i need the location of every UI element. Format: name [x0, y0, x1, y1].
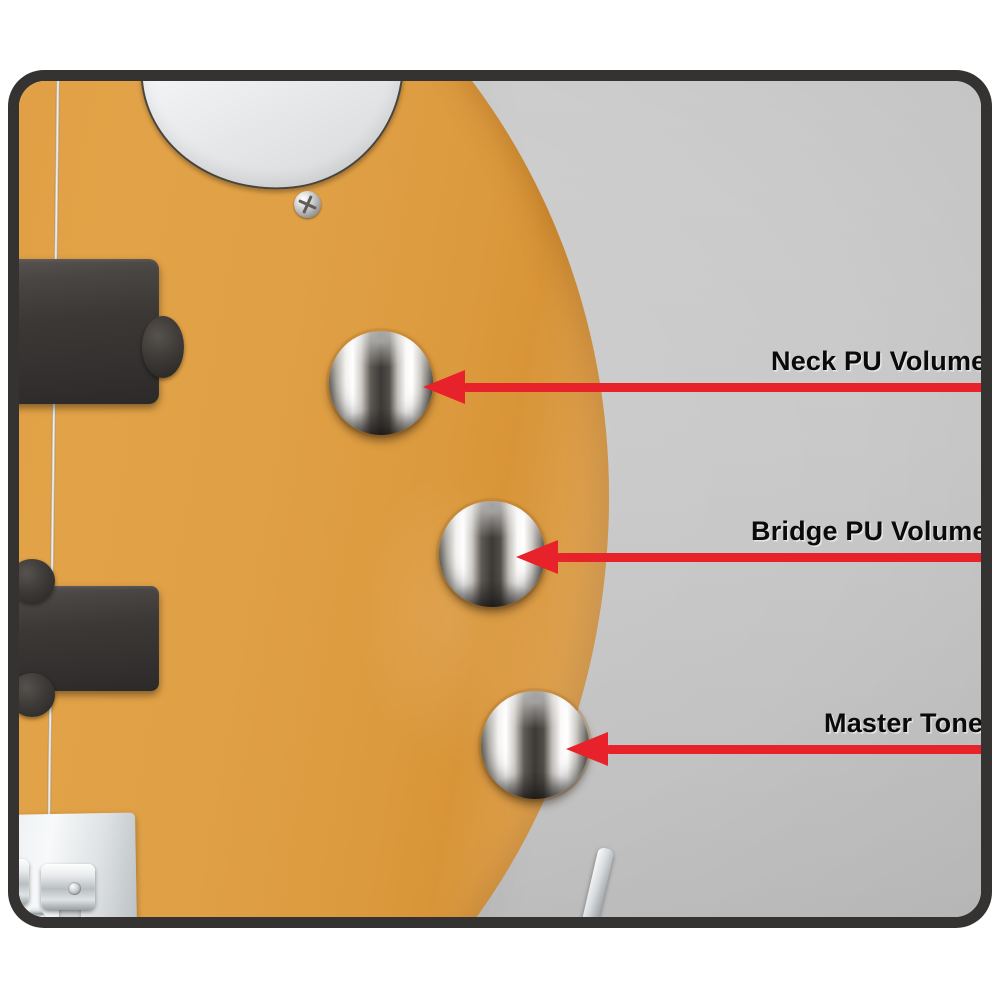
arrow-line — [465, 383, 981, 392]
knob-neck-pu-volume[interactable] — [329, 331, 433, 435]
bridge-saddle-screw-2 — [68, 882, 81, 895]
bridge-spring-2 — [27, 909, 44, 917]
pickguard-screw-icon — [294, 191, 321, 218]
arrow-line — [558, 553, 981, 562]
neck-pickup — [19, 259, 159, 404]
callout-label-master-tone: Master Tone — [824, 708, 981, 738]
arrow-head-icon — [423, 370, 465, 404]
product-photo: Neck PU Volume Bridge PU Volume Master T… — [19, 81, 981, 917]
arrow-line — [608, 745, 981, 754]
arrow-head-icon — [516, 540, 558, 574]
bridge-pickup — [19, 586, 159, 691]
bridge-pickup-mount-tab-top — [19, 559, 55, 603]
photo-frame: Neck PU Volume Bridge PU Volume Master T… — [8, 70, 992, 928]
neck-pickup-mount-tab — [142, 316, 184, 378]
knob-bridge-pu-volume[interactable] — [439, 501, 545, 607]
bridge-saddle-1 — [19, 859, 29, 905]
arrow-head-icon — [566, 732, 608, 766]
callout-label-bridge-pu-volume: Bridge PU Volume — [751, 516, 981, 546]
bridge-pickup-mount-tab-bottom — [19, 673, 55, 717]
callout-label-neck-pu-volume: Neck PU Volume — [771, 346, 981, 376]
